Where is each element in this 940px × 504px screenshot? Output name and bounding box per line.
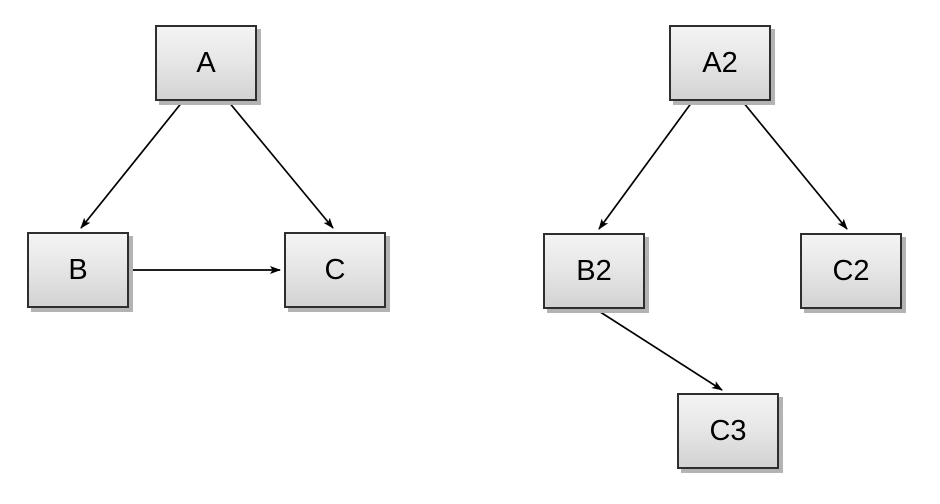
- node-C2[interactable]: C2: [800, 233, 902, 309]
- node-A2-label: A2: [702, 46, 738, 79]
- node-C2-label: C2: [832, 254, 870, 287]
- node-C[interactable]: C: [284, 232, 386, 308]
- node-B2-label: B2: [576, 254, 612, 287]
- node-C3[interactable]: C3: [677, 393, 779, 469]
- node-A[interactable]: A: [155, 25, 257, 101]
- edge-A-to-C: [227, 100, 334, 229]
- node-C-label: C: [324, 253, 346, 286]
- node-B-label: B: [68, 253, 88, 286]
- edge-A2-to-B2: [598, 101, 693, 230]
- node-A2[interactable]: A2: [669, 25, 771, 101]
- edge-A2-to-C2: [742, 101, 848, 230]
- node-A-label: A: [196, 46, 216, 79]
- edge-B2-to-C3: [593, 307, 723, 391]
- node-B[interactable]: B: [27, 232, 129, 308]
- node-B2[interactable]: B2: [543, 233, 645, 309]
- edge-A-to-B: [80, 100, 184, 229]
- node-C3-label: C3: [709, 414, 747, 447]
